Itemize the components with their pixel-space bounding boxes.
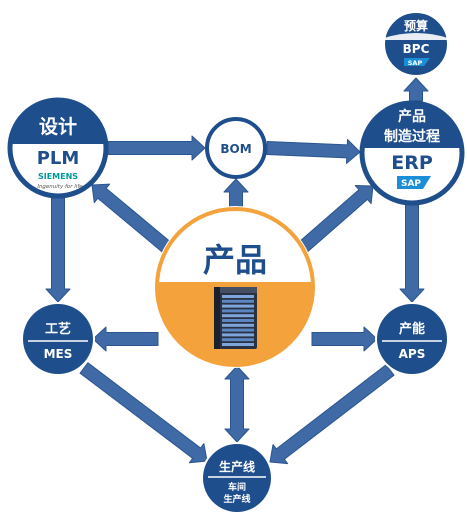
server-rack-unit bbox=[222, 323, 254, 327]
design-subtitle: PLM bbox=[37, 148, 80, 169]
product-node-border bbox=[155, 207, 315, 367]
erp-title-line1: 产品 bbox=[398, 108, 426, 125]
design-title: 设计 bbox=[39, 116, 77, 138]
design-node-border bbox=[7, 97, 109, 199]
process-node: 工艺 MES bbox=[21, 302, 95, 376]
server-rack-unit bbox=[222, 333, 254, 337]
arrow-erp-to-capacity bbox=[399, 204, 425, 303]
arrow-bom-to-erp bbox=[266, 139, 361, 164]
erp-subtitle: ERP bbox=[391, 152, 433, 174]
server-rack-unit bbox=[222, 295, 254, 298]
budget-node: 预算 BPC SAP bbox=[383, 11, 449, 77]
sap-logo-text: SAP bbox=[408, 59, 423, 67]
product-node: 产品 bbox=[154, 206, 316, 368]
arrow-product-line-bidirectional bbox=[224, 365, 250, 443]
connector-layer bbox=[45, 77, 429, 465]
production-line-node-circle bbox=[203, 444, 271, 512]
server-rack-unit bbox=[222, 304, 254, 308]
server-rack-unit bbox=[222, 328, 254, 332]
budget-node-swoosh bbox=[384, 33, 448, 40]
siemens-tagline: Ingenuity for life bbox=[37, 184, 83, 190]
server-rack-unit bbox=[222, 309, 254, 313]
arrow-product-to-bom bbox=[223, 178, 249, 211]
sap-logo: SAP bbox=[404, 58, 430, 67]
arrow-product-to-capacity bbox=[311, 326, 378, 352]
server-rack-unit bbox=[222, 299, 254, 303]
arrow-capacity-to-line bbox=[269, 364, 395, 465]
process-node-circle bbox=[23, 304, 93, 374]
production-line-subtitle-line1: 车间 bbox=[228, 481, 246, 493]
arrow-design-to-process bbox=[45, 197, 71, 303]
server-rack-unit bbox=[222, 319, 254, 322]
arrow-process-to-line bbox=[79, 362, 208, 464]
product-title: 产品 bbox=[203, 241, 267, 279]
bom-node-circle bbox=[205, 117, 267, 179]
server-rack-unit bbox=[222, 338, 254, 342]
erp-node: 产品 制造过程 ERP SAP bbox=[359, 100, 465, 206]
arrow-erp-to-budget bbox=[403, 77, 429, 102]
process-title: 工艺 bbox=[45, 321, 71, 337]
arrow-product-to-erp bbox=[297, 185, 374, 254]
capacity-title: 产能 bbox=[399, 321, 425, 337]
server-rack-icon bbox=[214, 287, 257, 349]
bom-title: BOM bbox=[220, 142, 251, 156]
capacity-node-circle bbox=[377, 304, 447, 374]
capacity-subtitle: APS bbox=[399, 347, 426, 361]
production-line-node: 生产线 车间 生产线 bbox=[201, 442, 273, 514]
server-rack-unit bbox=[222, 343, 254, 346]
budget-node-border bbox=[383, 11, 449, 77]
arrow-product-to-design bbox=[91, 183, 175, 256]
arrow-design-to-bom bbox=[107, 135, 206, 161]
production-line-title: 生产线 bbox=[219, 459, 255, 474]
siemens-logo: SIEMENS bbox=[38, 172, 78, 181]
process-subtitle: MES bbox=[44, 347, 73, 361]
budget-subtitle: BPC bbox=[403, 42, 430, 56]
sap-logo-text: SAP bbox=[401, 179, 421, 189]
capacity-node: 产能 APS bbox=[375, 302, 449, 376]
production-line-subtitle-line2: 生产线 bbox=[223, 493, 250, 505]
budget-title: 预算 bbox=[404, 18, 428, 33]
bom-node: BOM bbox=[205, 117, 267, 179]
erp-node-border bbox=[359, 100, 465, 206]
server-rack-unit bbox=[222, 314, 254, 318]
arrow-product-to-process bbox=[92, 326, 159, 352]
sap-logo: SAP bbox=[397, 176, 431, 189]
erp-title-line2: 制造过程 bbox=[384, 128, 440, 145]
